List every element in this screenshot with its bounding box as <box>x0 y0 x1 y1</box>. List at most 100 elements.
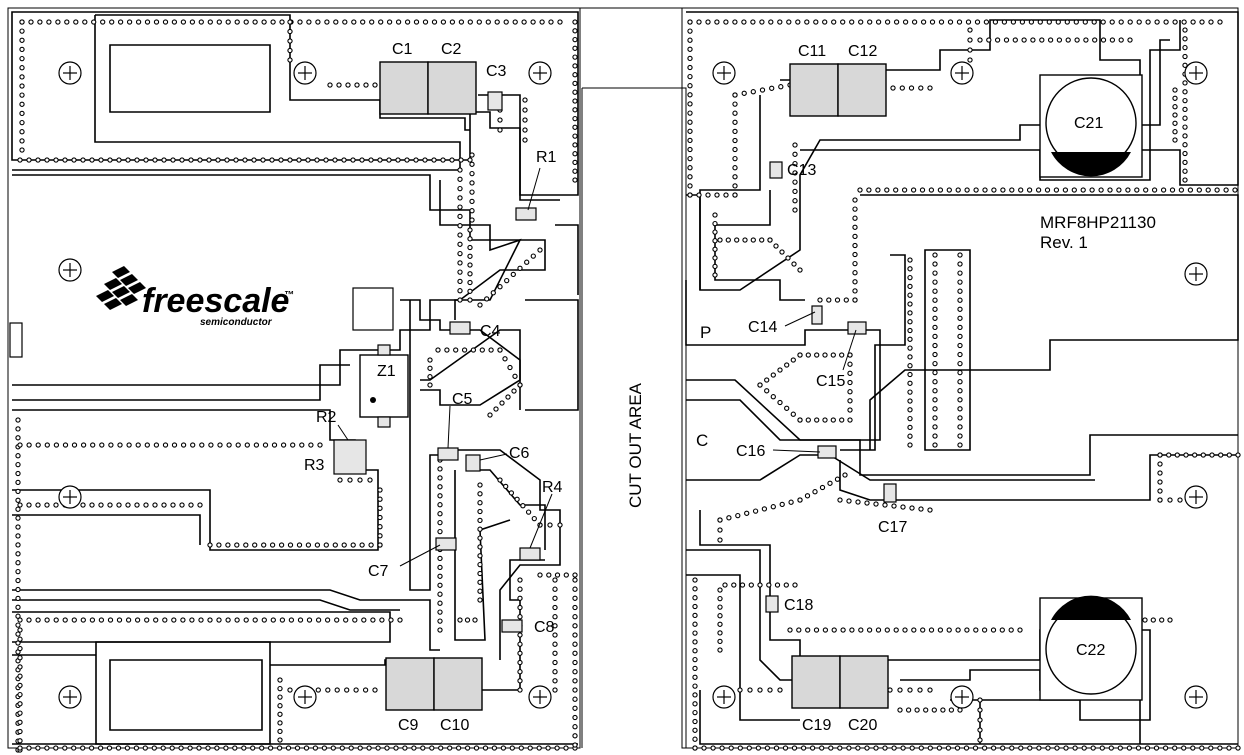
via <box>717 604 723 610</box>
via <box>252 617 258 623</box>
via <box>692 683 698 689</box>
via <box>687 73 693 80</box>
via <box>692 701 698 707</box>
via <box>792 160 798 167</box>
capacitor-c12-body <box>837 63 887 117</box>
via <box>725 237 731 243</box>
via <box>891 745 897 751</box>
via <box>395 19 402 25</box>
via <box>1030 37 1036 43</box>
via <box>732 192 738 198</box>
via <box>253 442 260 448</box>
via <box>437 600 443 606</box>
via <box>497 117 503 123</box>
via <box>197 502 203 508</box>
via <box>377 487 383 493</box>
via <box>1072 745 1078 751</box>
label-c9: C9 <box>398 717 419 734</box>
via <box>732 183 738 189</box>
via <box>1116 187 1122 193</box>
via <box>847 407 853 413</box>
via <box>90 442 96 448</box>
via <box>866 627 873 633</box>
via <box>19 147 25 153</box>
via <box>572 124 578 130</box>
via <box>907 354 913 360</box>
via <box>234 617 240 623</box>
via <box>377 533 383 539</box>
via <box>427 382 433 388</box>
via <box>732 128 738 135</box>
via <box>469 180 475 186</box>
via <box>142 745 148 751</box>
via <box>207 542 213 548</box>
via <box>957 342 963 349</box>
via <box>852 279 858 285</box>
via <box>1192 452 1198 458</box>
via <box>546 572 552 578</box>
via <box>73 19 79 25</box>
via <box>852 215 858 221</box>
via <box>143 157 149 163</box>
via <box>350 157 356 163</box>
via <box>1182 44 1188 51</box>
via <box>243 542 249 548</box>
via <box>732 92 738 98</box>
via <box>15 631 21 637</box>
via <box>15 586 21 593</box>
via <box>1000 187 1006 193</box>
via <box>477 597 483 603</box>
left-bottom-ground <box>12 409 379 551</box>
via <box>967 57 973 63</box>
via <box>287 57 293 63</box>
via <box>453 347 459 353</box>
via <box>536 745 542 751</box>
via <box>692 639 698 645</box>
via <box>1182 133 1188 139</box>
label-r2: R2 <box>316 409 337 426</box>
via <box>784 362 790 368</box>
via <box>277 728 283 735</box>
via <box>449 19 456 25</box>
via <box>271 442 278 448</box>
via <box>990 627 997 633</box>
via <box>216 617 222 623</box>
via <box>932 306 938 312</box>
via <box>905 707 912 713</box>
via <box>15 426 21 432</box>
label-c14: C14 <box>748 319 777 336</box>
via <box>687 146 693 153</box>
via <box>1172 129 1178 135</box>
via <box>429 745 435 751</box>
via <box>479 347 485 353</box>
via <box>17 719 23 725</box>
via <box>347 477 353 483</box>
via <box>572 133 578 139</box>
electrolytic-capacitor-c21 <box>1039 74 1143 178</box>
via <box>572 98 578 104</box>
via <box>517 659 523 666</box>
via <box>17 502 23 508</box>
via <box>692 665 698 672</box>
via <box>737 745 743 751</box>
via <box>843 297 849 303</box>
via <box>537 572 543 578</box>
via <box>572 577 578 583</box>
via <box>752 508 759 514</box>
via <box>467 271 473 277</box>
via <box>572 586 578 592</box>
via <box>19 65 25 71</box>
via <box>1182 62 1188 68</box>
via <box>572 650 578 656</box>
via <box>314 542 321 548</box>
via <box>552 595 558 601</box>
via <box>757 382 763 388</box>
via <box>837 745 843 751</box>
via <box>1017 627 1023 633</box>
via <box>404 19 411 25</box>
via <box>572 623 578 629</box>
via <box>797 352 803 358</box>
label-c22: C22 <box>1076 642 1105 659</box>
via <box>71 745 77 751</box>
via <box>234 19 240 25</box>
